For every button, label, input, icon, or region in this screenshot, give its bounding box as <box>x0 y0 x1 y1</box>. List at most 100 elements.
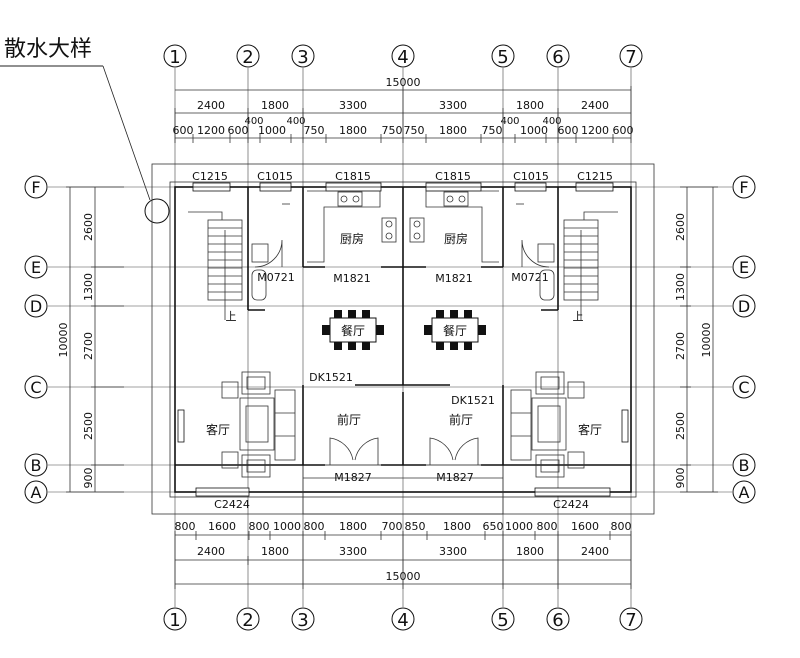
svg-text:1000: 1000 <box>505 520 533 533</box>
svg-text:900: 900 <box>674 468 687 489</box>
interior-walls <box>175 187 631 466</box>
svg-text:800: 800 <box>304 520 325 533</box>
door-label: DK1521 <box>309 371 353 384</box>
svg-text:900: 900 <box>82 468 95 489</box>
svg-text:1000: 1000 <box>258 124 286 137</box>
svg-text:E: E <box>739 258 749 277</box>
svg-text:5: 5 <box>497 47 508 68</box>
door-label: M1821 <box>435 272 473 285</box>
right-dimensions: 2600 1300 2700 2500 900 10000 <box>674 186 718 493</box>
room-label-foyer: 前厅 <box>449 412 473 427</box>
svg-text:1000: 1000 <box>520 124 548 137</box>
window-label: C1215 <box>577 170 613 183</box>
svg-text:1800: 1800 <box>516 545 544 558</box>
svg-text:1300: 1300 <box>82 273 95 301</box>
svg-text:2600: 2600 <box>82 213 95 241</box>
svg-text:1800: 1800 <box>339 520 367 533</box>
svg-text:600: 600 <box>613 124 634 137</box>
svg-text:2700: 2700 <box>674 332 687 360</box>
svg-text:7: 7 <box>625 47 636 68</box>
stair-left <box>188 211 243 320</box>
note-leader <box>102 65 151 201</box>
room-label-kitchen: 厨房 <box>444 231 468 246</box>
svg-text:B: B <box>739 456 750 475</box>
svg-text:7: 7 <box>625 610 636 631</box>
svg-text:2: 2 <box>242 610 253 631</box>
svg-text:750: 750 <box>482 124 503 137</box>
svg-text:850: 850 <box>405 520 426 533</box>
svg-text:1: 1 <box>169 610 180 631</box>
svg-text:E: E <box>31 258 41 277</box>
door-label: DK1521 <box>451 394 495 407</box>
svg-text:1: 1 <box>169 47 180 68</box>
exterior-wall-outer <box>169 181 637 498</box>
svg-text:800: 800 <box>537 520 558 533</box>
room-label-dining: 餐厅 <box>443 323 467 338</box>
dining-table-left <box>322 310 384 350</box>
door-label: M1827 <box>334 471 372 484</box>
svg-text:3300: 3300 <box>439 545 467 558</box>
svg-text:1800: 1800 <box>443 520 471 533</box>
door-label: M0721 <box>257 271 295 284</box>
door-swings <box>254 239 550 465</box>
living-furniture-left <box>221 371 296 478</box>
svg-text:3300: 3300 <box>339 99 367 112</box>
note-label: 散水大样 <box>4 37 92 62</box>
room-label-living: 客厅 <box>578 422 602 437</box>
window-label: C1015 <box>513 170 549 183</box>
svg-text:2700: 2700 <box>82 332 95 360</box>
room-label-dining: 餐厅 <box>341 323 365 338</box>
svg-text:2400: 2400 <box>581 99 609 112</box>
windows <box>177 182 629 497</box>
svg-text:1800: 1800 <box>516 99 544 112</box>
axis-bubbles-top: 1 2 3 4 5 6 7 <box>163 44 643 68</box>
window-label: C1815 <box>335 170 371 183</box>
svg-text:2: 2 <box>242 47 253 68</box>
axis-bubbles-left: F E D C B A <box>24 175 48 504</box>
svg-text:1800: 1800 <box>339 124 367 137</box>
svg-text:800: 800 <box>249 520 270 533</box>
detail-callout-circle <box>144 198 170 224</box>
svg-text:1800: 1800 <box>261 545 289 558</box>
svg-text:1200: 1200 <box>197 124 225 137</box>
stair-up-label: 上 <box>226 310 237 323</box>
svg-text:400: 400 <box>542 116 561 127</box>
svg-text:1800: 1800 <box>439 124 467 137</box>
svg-text:400: 400 <box>500 116 519 127</box>
svg-text:800: 800 <box>611 520 632 533</box>
kitchen-counters <box>307 190 499 263</box>
svg-text:750: 750 <box>382 124 403 137</box>
svg-text:2600: 2600 <box>674 213 687 241</box>
axis-bubbles-bottom: 1 2 3 4 5 6 7 <box>163 607 643 631</box>
room-label-foyer: 前厅 <box>337 412 361 427</box>
window-label: C2424 <box>214 498 250 511</box>
door-label: M1821 <box>333 272 371 285</box>
svg-text:B: B <box>31 456 42 475</box>
svg-text:1800: 1800 <box>261 99 289 112</box>
svg-text:600: 600 <box>228 124 249 137</box>
svg-text:800: 800 <box>175 520 196 533</box>
svg-text:2500: 2500 <box>674 412 687 440</box>
svg-text:1300: 1300 <box>674 273 687 301</box>
svg-text:750: 750 <box>304 124 325 137</box>
svg-text:4: 4 <box>397 47 408 68</box>
stair-right <box>563 211 618 320</box>
door-label: M1827 <box>436 471 474 484</box>
svg-text:6: 6 <box>552 610 563 631</box>
svg-text:15000: 15000 <box>386 76 421 89</box>
window-label: C1815 <box>435 170 471 183</box>
left-dimensions: 2600 1300 2700 2500 900 10000 <box>57 186 124 493</box>
window-label: C1015 <box>257 170 293 183</box>
window-label: C2424 <box>553 498 589 511</box>
svg-text:1200: 1200 <box>581 124 609 137</box>
window-label: C1215 <box>192 170 228 183</box>
bathroom-fixtures <box>251 203 555 301</box>
room-label-living: 客厅 <box>206 422 230 437</box>
svg-text:10000: 10000 <box>57 323 70 358</box>
top-dimensions: 15000 2400 1800 3300 3300 1800 2400 600 … <box>173 76 634 143</box>
svg-text:6: 6 <box>552 47 563 68</box>
svg-text:10000: 10000 <box>700 323 713 358</box>
svg-text:600: 600 <box>173 124 194 137</box>
